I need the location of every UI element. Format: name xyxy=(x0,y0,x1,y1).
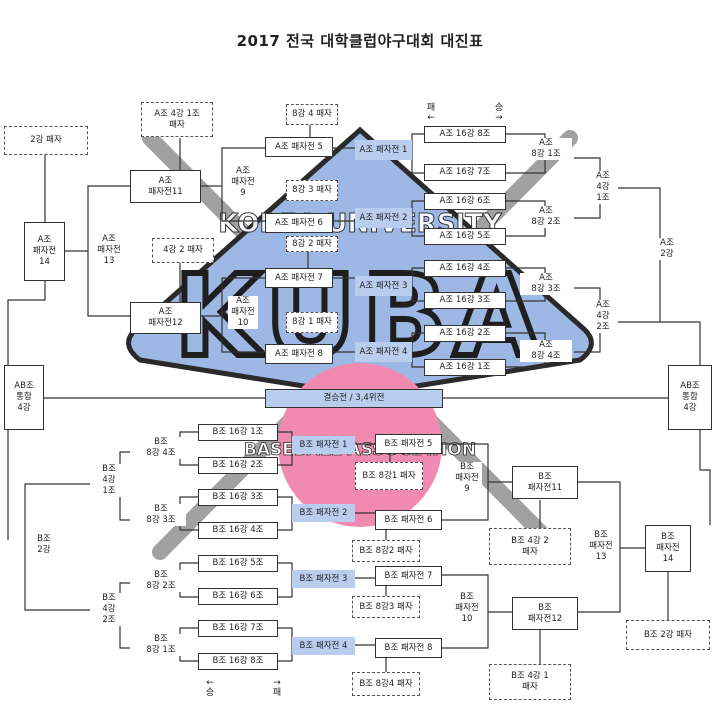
b-semifinal-1: B조 4강 1조 xyxy=(96,464,122,497)
a-round16-match-2: A조 16강 2조 xyxy=(424,325,506,342)
a-qf3-loser-slot: 8강 3 패자 xyxy=(286,180,338,201)
b-quarterfinal-3: B조 8강 3조 xyxy=(136,504,186,526)
a-sf2-loser-slot: 4강 2 패자 xyxy=(152,238,214,263)
b-repechage-10: B조 패자전 10 xyxy=(452,592,482,625)
b-repechage-5: B조 패자전 5 xyxy=(375,434,442,454)
a-quarterfinal-3: A조 8강 3조 xyxy=(520,273,572,295)
a-repechage-10: A조 패자전 10 xyxy=(228,296,258,329)
b-round16-match-2: B조 16강 2조 xyxy=(198,457,278,474)
a-qf4-loser-slot: 8강 4 패자 xyxy=(286,104,338,125)
a-repechage-12: A조 패자전12 xyxy=(130,302,201,334)
b-repechage-3: B조 패자전 3 xyxy=(292,570,355,588)
a-round16-match-1: A조 16강 1조 xyxy=(424,359,506,376)
b-repechage-7: B조 패자전 7 xyxy=(375,566,442,586)
b-round16-match-3: B조 16강 3조 xyxy=(198,489,278,506)
b-sf2-loser-slot: B조 4강 2 패자 xyxy=(489,528,571,565)
a-round16-match-5: A조 16강 5조 xyxy=(424,228,506,245)
arrow-lose-top: 패 ← xyxy=(426,103,436,123)
b-repechage-9: B조 패자전 9 xyxy=(452,462,482,495)
b-repechage-4: B조 패자전 4 xyxy=(292,637,355,655)
a-repechage-14: A조 패자전 14 xyxy=(24,222,65,281)
b-round16-match-7: B조 16강 7조 xyxy=(198,620,278,637)
b-repechage-12: B조 패자전12 xyxy=(512,597,578,630)
arrow-win-top: 승 → xyxy=(494,103,504,123)
arrow-win-bottom: ← 승 xyxy=(205,678,215,698)
b-repechage-13: B조 패자전 13 xyxy=(586,530,616,563)
a-repechage-3: A조 패자전 3 xyxy=(355,276,412,296)
b-sf1-loser-slot: B조 4강 1 패자 xyxy=(489,664,571,700)
a-round16-match-6: A조 16강 6조 xyxy=(424,193,506,210)
a-sf1-loser-slot: A조 4강 1조 패자 xyxy=(141,102,213,137)
b-round16-match-6: B조 16강 6조 xyxy=(198,588,278,605)
a-quarterfinal-2: A조 8강 2조 xyxy=(520,206,572,228)
a-semifinal-1: A조 4강 1조 xyxy=(590,171,616,204)
b-final-loser-slot: B조 2강 패자 xyxy=(626,620,710,650)
a-repechage-4: A조 패자전 4 xyxy=(355,342,412,362)
a-round16-match-7: A조 16강 7조 xyxy=(424,164,506,181)
b-round16-match-4: B조 16강 4조 xyxy=(198,522,278,539)
b-qf2-loser-slot: B조 8강2 패자 xyxy=(352,540,420,562)
b-repechage-1: B조 패자전 1 xyxy=(292,436,355,454)
b-round16-match-8: B조 16강 8조 xyxy=(198,653,278,670)
b-quarterfinal-4: B조 8강 4조 xyxy=(136,437,186,459)
a-repechage-13: A조 패자전 13 xyxy=(94,234,124,267)
b-round16-match-5: B조 16강 5조 xyxy=(198,555,278,572)
a-final-2: A조 2강 xyxy=(654,238,680,260)
a-round16-match-3: A조 16강 3조 xyxy=(424,292,506,309)
a-repechage-1: A조 패자전 1 xyxy=(355,140,412,160)
b-quarterfinal-1: B조 8강 1조 xyxy=(136,634,186,656)
a-final-loser-slot: 2강 패자 xyxy=(4,126,88,155)
a-repechage-7: A조 패자전 7 xyxy=(265,268,333,288)
b-final-2: B조 2강 xyxy=(30,534,58,556)
a-qf2-loser-slot: 8강 2 패자 xyxy=(286,236,338,252)
a-repechage-8: A조 패자전 8 xyxy=(265,344,333,364)
b-repechage-11: B조 패자전11 xyxy=(512,466,578,499)
b-repechage-8: B조 패자전 8 xyxy=(375,638,442,658)
b-round16-match-1: B조 16강 1조 xyxy=(198,424,278,441)
a-round16-match-8: A조 16강 8조 xyxy=(424,126,506,143)
a-repechage-6: A조 패자전 6 xyxy=(265,213,333,233)
a-repechage-11: A조 패자전11 xyxy=(130,170,201,203)
arrow-lose-bottom: → 패 xyxy=(272,678,282,698)
a-semifinal-2: A조 4강 2조 xyxy=(590,300,616,333)
a-round16-match-4: A조 16강 4조 xyxy=(424,260,506,277)
page-title: 2017 전국 대학클럽야구대회 대진표 xyxy=(236,32,484,50)
ab-semifinal-left: AB조 통합 4강 xyxy=(4,365,44,430)
a-qf1-loser-slot: 8강 1 패자 xyxy=(286,312,338,333)
b-repechage-6: B조 패자전 6 xyxy=(375,510,442,530)
b-quarterfinal-2: B조 8강 2조 xyxy=(136,570,186,592)
final-match: 결승전 / 3,4위전 xyxy=(265,389,443,408)
a-repechage-2: A조 패자전 2 xyxy=(355,208,412,228)
b-qf1-loser-slot: B조 8강1 패자 xyxy=(355,462,423,490)
a-repechage-5: A조 패자전 5 xyxy=(265,137,333,157)
b-semifinal-2: B조 4강 2조 xyxy=(96,593,122,626)
a-quarterfinal-1: A조 8강 1조 xyxy=(520,138,572,160)
b-qf4-loser-slot: B조 8강4 패자 xyxy=(352,672,420,696)
ab-semifinal-right: AB조 통합 4강 xyxy=(668,365,712,430)
a-repechage-9: A조 패자전 9 xyxy=(228,166,258,199)
b-repechage-2: B조 패자전 2 xyxy=(292,504,355,522)
b-qf3-loser-slot: B조 8강3 패자 xyxy=(352,596,420,618)
b-repechage-14: B조 패자전 14 xyxy=(645,525,691,572)
a-quarterfinal-4: A조 8강 4조 xyxy=(520,340,572,362)
